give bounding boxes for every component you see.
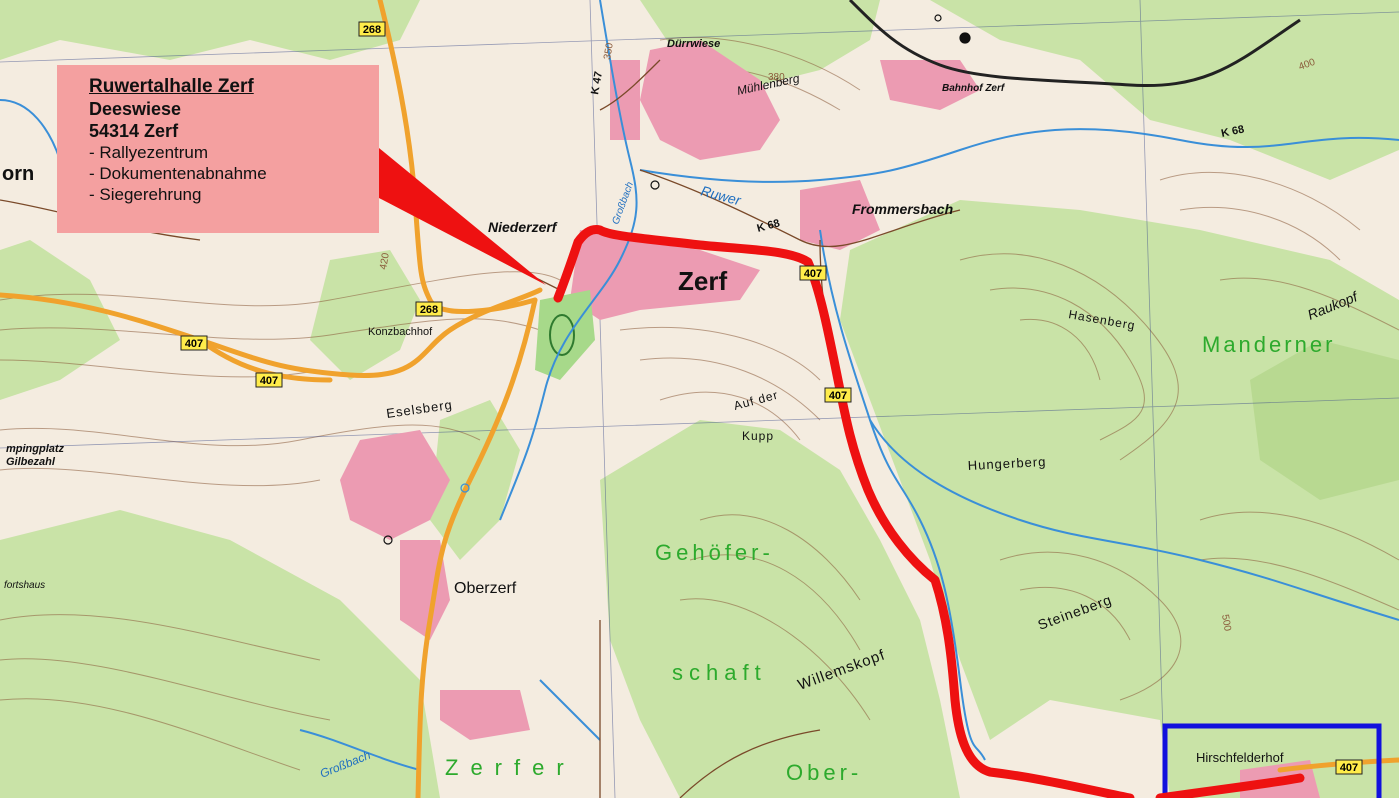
svg-text:268: 268 <box>420 304 438 316</box>
label-e420: 420 <box>378 252 392 271</box>
map-symbols <box>383 14 971 545</box>
svg-text:407: 407 <box>804 268 822 280</box>
label-e380: 380 <box>768 72 785 83</box>
label-zerf: Zerf <box>678 266 727 296</box>
label-k68b: K 68 <box>1220 123 1245 140</box>
settlements <box>340 40 1320 798</box>
label-gehoefer: Gehöfer- <box>655 540 774 565</box>
svg-text:268: 268 <box>363 24 381 36</box>
road-badge-407e: 407 <box>1335 759 1363 775</box>
road-badge-407d: 407 <box>824 387 852 403</box>
church-symbol-2 <box>383 535 393 545</box>
label-kupp: Kupp <box>742 429 774 443</box>
callout-pointer <box>379 148 546 285</box>
road-badge-407a: 407 <box>180 335 208 351</box>
road-badge-407b: 407 <box>255 372 283 388</box>
svg-text:407: 407 <box>1340 762 1358 774</box>
label-oberzerf: Oberzerf <box>454 580 517 597</box>
elevation-labels: 380 350 400 420 500 <box>378 42 1317 633</box>
venue-item-siegerehrung: - Siegerehrung <box>89 185 202 204</box>
svg-text:407: 407 <box>829 390 847 402</box>
sports-field <box>535 290 595 380</box>
label-ober: Ober- <box>786 760 862 785</box>
label-e350: 350 <box>602 42 616 61</box>
label-e500: 500 <box>1219 614 1233 633</box>
railway <box>848 0 1301 88</box>
label-orn: orn <box>2 163 34 185</box>
label-manderner: Manderner <box>1202 332 1335 357</box>
venue-info-box: Ruwertalhalle Zerf Deeswiese 54314 Zerf … <box>57 65 379 233</box>
label-duerrwiese: Dürrwiese <box>667 38 720 50</box>
pond-symbol <box>460 483 470 493</box>
venue-item-rallyezentrum: - Rallyezentrum <box>89 143 209 162</box>
parking-symbol <box>959 32 971 44</box>
label-gibezahl: Gilbezahl <box>6 456 56 468</box>
label-hungerberg: Hungerberg <box>967 454 1046 473</box>
highlight-box <box>1162 723 1382 798</box>
venue-postcode-city: 54314 Zerf <box>89 121 179 141</box>
rivers <box>0 0 1399 771</box>
road-badge-268b: 268 <box>415 301 443 317</box>
label-k47: K 47 <box>589 71 605 96</box>
road-badge-268a: 268 <box>358 21 386 37</box>
label-frommersbach: Frommersbach <box>852 201 953 217</box>
venue-street: Deeswiese <box>89 99 182 119</box>
point-symbol <box>934 14 942 22</box>
label-konzbachhof: Konzbachhof <box>368 326 433 338</box>
minor-labels: K 47 K 68 K 68 <box>589 71 1245 235</box>
rally-route-end <box>1155 773 1305 798</box>
svg-text:407: 407 <box>260 375 278 387</box>
venue-item-dokumentenabnahme: - Dokumentenabnahme <box>89 164 267 183</box>
label-niederzerf: Niederzerf <box>488 219 558 235</box>
road-badges: 268 268 407 407 407 407 407 <box>180 21 1363 775</box>
venue-name: Ruwertalhalle Zerf <box>89 76 254 97</box>
label-campingplatz: mpingplatz <box>6 443 65 455</box>
label-k68a: K 68 <box>756 217 782 235</box>
label-forsthaus: fortshaus <box>4 580 45 591</box>
label-bahnhof: Bahnhof Zerf <box>942 83 1006 94</box>
road-badge-407c: 407 <box>799 265 827 281</box>
label-zerfer: Zerfer <box>445 755 576 780</box>
svg-text:407: 407 <box>185 338 203 350</box>
church-symbol <box>650 180 660 190</box>
label-hirschfelderhof: Hirschfelderhof <box>1196 750 1284 765</box>
label-schaft: schaft <box>672 660 767 685</box>
